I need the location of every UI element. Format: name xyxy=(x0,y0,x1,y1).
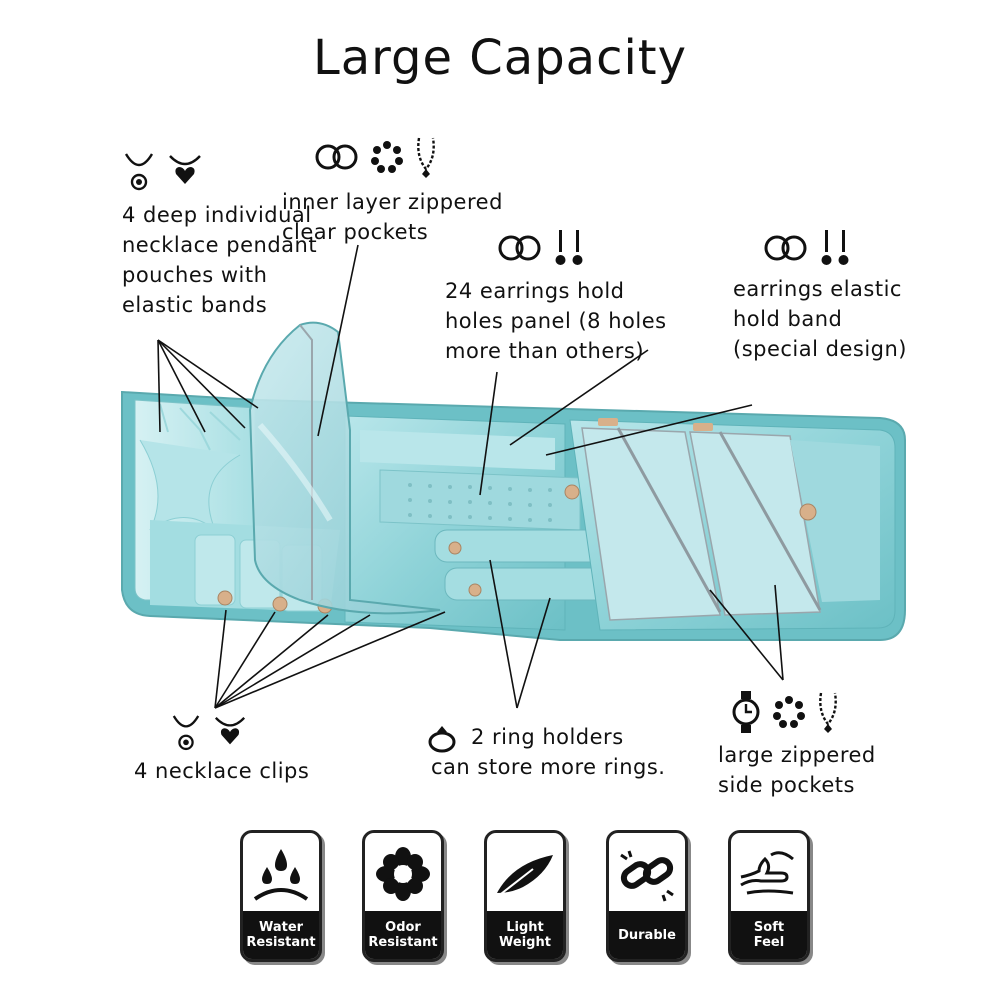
feature-badges: Water Resistant Odor Resistant Light Wei… xyxy=(240,830,810,962)
badge-caption: Light Weight xyxy=(487,911,563,959)
side-pockets-label: large zippered side pockets xyxy=(718,743,876,797)
heart-necklace-icon xyxy=(169,155,201,184)
beaded-necklace-icon xyxy=(819,692,837,733)
elastic-band-label: earrings elastic hold band (special desi… xyxy=(733,277,908,361)
ring-holders-callout: 2 ring holders can store more rings. xyxy=(425,722,666,782)
page-title: Large Capacity xyxy=(312,30,688,86)
badge-caption: Water Resistant xyxy=(243,911,319,959)
hoop-earrings-icon xyxy=(498,235,541,261)
side-pockets-icons xyxy=(730,690,876,734)
inner-pockets-callout: inner layer zippered clear pockets xyxy=(282,135,503,247)
inner-pockets-label: inner layer zippered clear pockets xyxy=(282,190,503,244)
necklace-clips-label: 4 necklace clips xyxy=(134,759,310,783)
badge-durable: Durable xyxy=(606,830,688,962)
hoop-earrings-icon xyxy=(764,235,807,261)
watch-icon xyxy=(732,691,760,733)
water-drops-icon xyxy=(253,849,309,901)
organizer-body xyxy=(121,321,906,641)
bracelet-icon xyxy=(371,141,403,173)
badge-caption: Durable xyxy=(609,911,685,959)
side-pockets-callout: large zippered side pockets xyxy=(718,690,876,800)
ring-icon xyxy=(428,726,456,753)
necklace-clips-callout: 4 necklace clips xyxy=(134,712,309,786)
badge-odor-resistant: Odor Resistant xyxy=(362,830,444,962)
earring-panel-label: 24 earrings hold holes panel (8 holes mo… xyxy=(445,279,667,363)
pendant-necklace-icon xyxy=(124,153,154,191)
earring-panel-callout: 24 earrings hold holes panel (8 holes mo… xyxy=(445,228,667,366)
necklace-pouches-callout: 4 deep individual necklace pendant pouch… xyxy=(122,150,317,320)
necklace-pouches-icons xyxy=(122,150,317,192)
hand-icon xyxy=(740,851,794,895)
feather-icon xyxy=(496,855,553,898)
badge-soft-feel: Soft Feel xyxy=(728,830,810,962)
badge-light-weight: Light Weight xyxy=(484,830,566,962)
necklace-pouches-label: 4 deep individual necklace pendant pouch… xyxy=(122,203,318,317)
stud-earrings-icon xyxy=(555,230,583,265)
necklace-clips-icons xyxy=(170,712,309,752)
chain-link-icon xyxy=(620,850,674,902)
elastic-band-icons xyxy=(763,228,907,268)
bracelet-icon xyxy=(773,696,805,728)
stud-earrings-icon xyxy=(821,230,849,265)
flower-icon xyxy=(376,847,430,901)
callout-lines xyxy=(157,244,784,709)
elastic-band-callout: earrings elastic hold band (special desi… xyxy=(733,228,907,364)
badge-water-resistant: Water Resistant xyxy=(240,830,322,962)
pendant-necklace-icon xyxy=(172,715,200,751)
beaded-necklace-icon xyxy=(417,137,435,178)
heart-necklace-icon xyxy=(214,716,246,745)
badge-caption: Soft Feel xyxy=(731,911,807,959)
badge-caption: Odor Resistant xyxy=(365,911,441,959)
inner-pockets-icons xyxy=(314,135,503,179)
hoop-earrings-icon xyxy=(315,144,358,170)
ring-holders-label: 2 ring holders can store more rings. xyxy=(431,725,666,779)
earring-panel-icons xyxy=(497,228,667,268)
